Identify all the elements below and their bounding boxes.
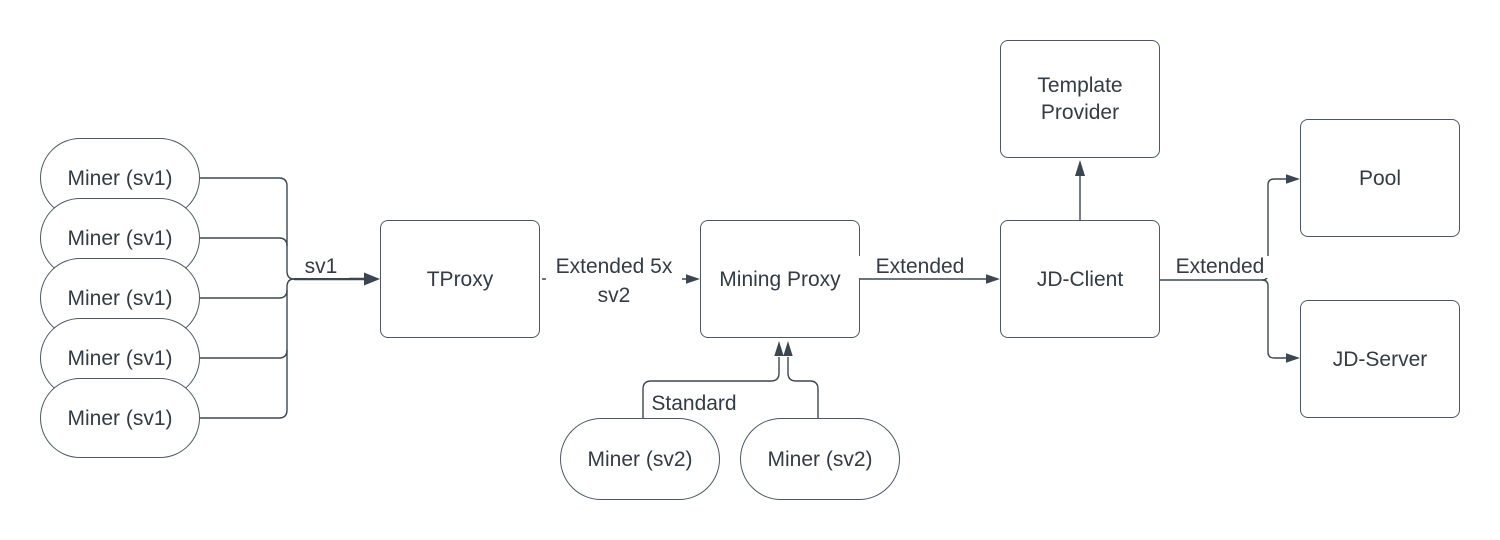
edge-miner3-bus <box>200 289 288 299</box>
edge-miner1-bus <box>200 177 288 187</box>
node-miner-sv1-5: Miner (sv1) <box>40 378 200 458</box>
edge-label-extended-jd-fanout: Extended <box>1170 256 1270 278</box>
arrowhead-into-template-provider <box>1075 160 1085 176</box>
node-label: Mining Proxy <box>719 267 841 291</box>
arrowhead-into-pool <box>1286 174 1300 184</box>
edge-label-sv1: sv1 <box>293 256 349 278</box>
arrowhead-sv2-right-into-mining-proxy <box>783 341 793 356</box>
node-label: Miner (sv2) <box>587 447 693 471</box>
edge-miner-sv2-left-to-mining-proxy <box>642 357 780 418</box>
arrowhead-into-tproxy <box>364 272 380 286</box>
node-jd-client: JD-Client <box>1000 220 1160 338</box>
edge-miner5-bus <box>200 409 288 419</box>
arrowhead-sv2-left-into-mining-proxy <box>774 341 784 356</box>
edge-miner-sv2-right-to-mining-proxy <box>787 357 819 418</box>
node-label: Miner (sv1) <box>67 286 173 310</box>
arrowhead-into-mining-proxy <box>686 274 700 284</box>
node-label: Miner (sv1) <box>67 346 173 370</box>
edge-label-extended-5x-sv2: Extended 5x sv2 <box>546 252 682 310</box>
edge-miner2-bus <box>200 237 288 247</box>
node-tproxy: TProxy <box>380 220 540 338</box>
node-miner-sv2-2: Miner (sv2) <box>740 418 900 500</box>
node-label: TProxy <box>426 267 494 291</box>
node-mining-proxy: Mining Proxy <box>700 220 860 338</box>
edge-label-extended-mining-to-jd: Extended <box>858 256 982 278</box>
node-label: Template Provider <box>1037 74 1123 124</box>
node-pool: Pool <box>1300 119 1460 237</box>
node-label: Miner (sv1) <box>67 406 173 430</box>
edge-fanout-to-pool <box>1261 178 1287 281</box>
node-label: Pool <box>1358 166 1402 190</box>
node-label: JD-Client <box>1036 267 1124 291</box>
bus-vertical-lower <box>286 278 295 410</box>
node-template-provider: Template Provider <box>1000 40 1160 158</box>
node-miner-sv2-1: Miner (sv2) <box>560 418 720 500</box>
arrowhead-into-jd-client <box>986 274 1000 284</box>
edge-label-line2: sv2 <box>597 284 631 307</box>
node-jd-server: JD-Server <box>1300 300 1460 418</box>
edge-label-standard: Standard <box>646 393 742 415</box>
edge-label-line1: Extended 5x <box>555 255 673 278</box>
node-label: Miner (sv1) <box>67 226 173 250</box>
node-label: JD-Server <box>1332 347 1428 371</box>
node-label: Miner (sv2) <box>767 447 873 471</box>
node-label: Miner (sv1) <box>67 166 173 190</box>
arrowhead-into-jd-server <box>1286 353 1300 363</box>
edge-fanout-to-jd-server <box>1261 279 1287 359</box>
edge-miner4-bus <box>200 349 288 359</box>
